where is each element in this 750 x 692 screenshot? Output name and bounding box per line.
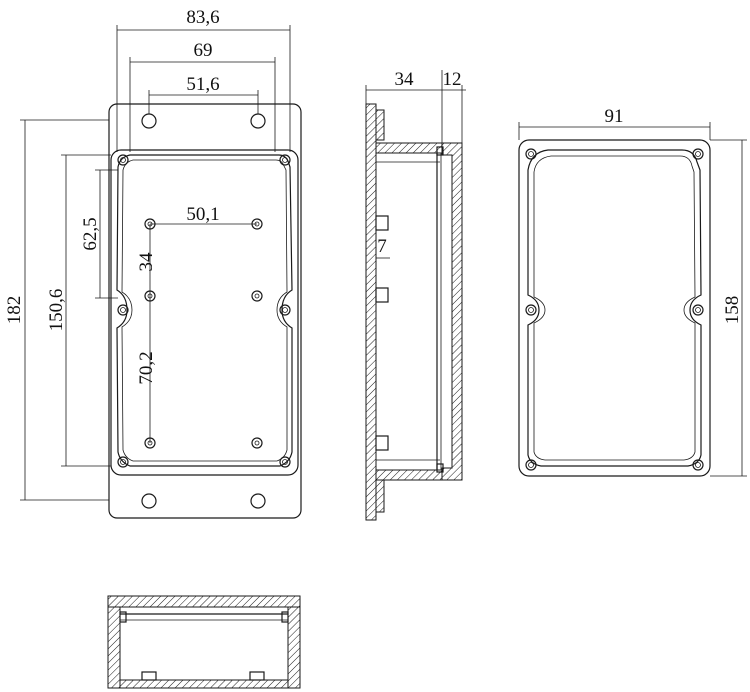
flange-hole-icon [250,113,266,129]
lid-screw-holes [525,148,704,471]
lid-inner-contour [533,155,696,461]
inner-contour [121,159,288,462]
side-section-view: 34 12 7 [365,69,466,521]
dim-hole-pitch-y-top: 62,5 [80,217,101,250]
dim-top-width-overall: 83,6 [186,7,219,28]
lid-gasket-contour [527,149,702,467]
body-outline [110,149,299,476]
dim-side-width: 91 [605,106,624,127]
dim-top-width-inner: 51,6 [186,74,219,95]
bottom-top-wall [107,595,301,608]
bottom-section-view [107,595,301,689]
dim-body-length: 150,6 [46,289,67,332]
dim-overall-length: 182 [4,296,25,325]
lid-view: 91 158 [518,106,747,477]
dim-wall-step: 7 [377,236,387,257]
front-dimension-lines [20,25,291,501]
corner-screw-holes [117,154,291,468]
gasket-contour [116,154,293,467]
top-wall-section [375,142,443,154]
dim-hole-pitch-y-bottom: 70,2 [136,351,157,384]
lid-outline [518,139,711,477]
flange-hole-icon [250,493,266,509]
flange-hole-icon [141,493,157,509]
mounting-posts [144,218,263,449]
front-view: 83,6 69 51,6 50,1 62,5 34 70,2 182 150,6 [4,7,302,519]
bottom-wall-section [375,469,443,481]
dim-top-width-mid: 69 [194,40,213,61]
dim-lid-depth: 12 [443,69,462,90]
flange-hole-icon [141,113,157,129]
flange-outline [108,103,302,519]
dim-hole-offset: 34 [136,252,157,272]
dim-hole-pitch-x: 50,1 [186,204,219,225]
lid-section [441,142,463,481]
dim-side-length: 158 [722,296,743,325]
flange-section [365,103,377,521]
dim-depth-total: 34 [395,69,415,90]
